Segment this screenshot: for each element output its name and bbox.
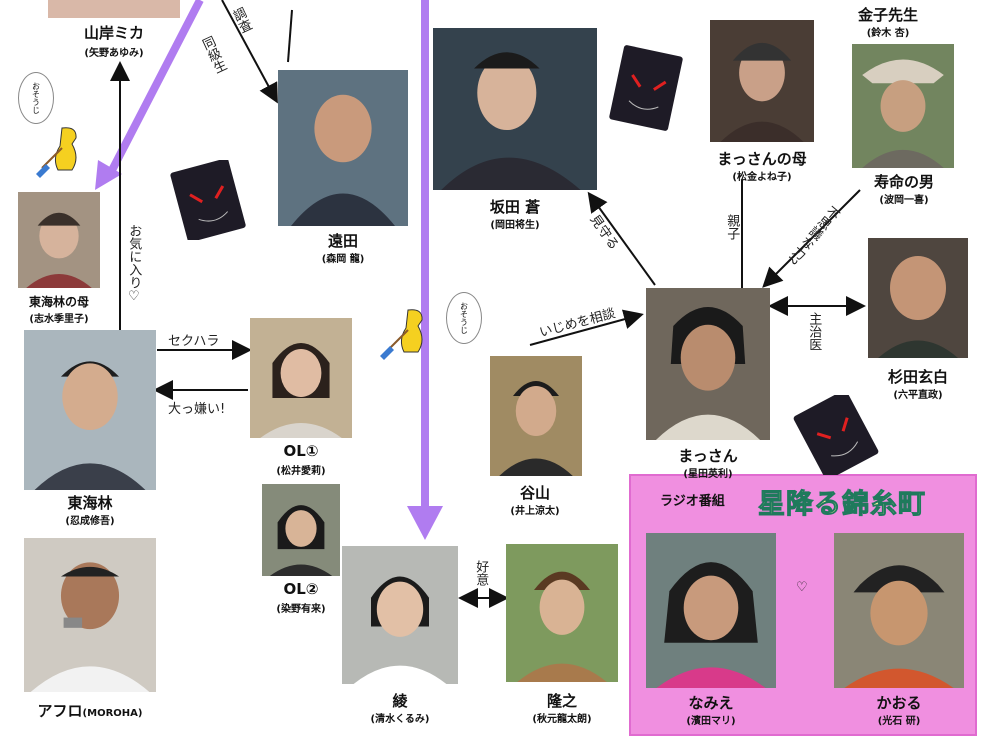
sekuhara-label: セクハラ	[168, 334, 220, 349]
ol2-actor: (染野有来)	[276, 604, 326, 615]
tanizaki-actor: (井上涼太)	[510, 506, 560, 517]
radio-logo: 星降る錦糸町	[758, 489, 926, 521]
afro-photo	[24, 538, 156, 692]
tokairin-mother-actor: (志水季里子)	[29, 314, 89, 325]
purple-arrowhead-center	[407, 506, 443, 540]
massan-mother-photo	[710, 20, 814, 142]
ol2-name: OL②	[283, 580, 319, 598]
tokairin-photo	[24, 330, 156, 490]
purple-arrowhead-left	[95, 160, 122, 190]
massan-name: まっさん	[678, 447, 738, 465]
yamagishi-actor: (矢野あゆみ)	[84, 48, 144, 59]
afro-name: アフロ(MOROHA)	[37, 702, 143, 720]
tanizaki-photo	[490, 356, 582, 476]
sugita-name: 杉田玄白	[887, 368, 949, 386]
tokairin-actor: (忍成修吾)	[65, 516, 115, 527]
heart-label: ♡	[796, 580, 808, 595]
aya-actor: (清水くるみ)	[370, 714, 430, 725]
aya-name: 綾	[392, 692, 408, 710]
ol2-photo	[262, 484, 340, 576]
sakata-name: 坂田 蒼	[489, 198, 541, 216]
shujii-label: 主治医	[806, 312, 822, 351]
radio-label: ラジオ番組	[660, 494, 725, 509]
black-cat-card-2	[606, 44, 686, 136]
jumyou-name: 寿命の男	[873, 173, 935, 191]
kaneko-name: 金子先生	[857, 6, 919, 24]
afro-actor: (MOROHA)	[82, 708, 143, 719]
mimamoru-line	[587, 191, 656, 286]
speech-bubble-1: おそうじ	[18, 72, 54, 124]
aya-photo	[342, 546, 458, 684]
speech-bubble-2: おそうじ	[446, 292, 482, 344]
ol1-actor: (松井愛莉)	[276, 466, 326, 477]
tokairin-name: 東海林	[67, 494, 113, 512]
purple-arrow-left	[104, 0, 204, 180]
namie-name: なみえ	[688, 694, 734, 712]
sakata-actor: (岡田将生)	[490, 220, 540, 231]
kaneko-actor: (鈴木 杏)	[866, 28, 910, 39]
tanizaki-name: 谷山	[519, 484, 551, 502]
ol1-photo	[250, 318, 352, 438]
okiniiri-label: お気に入り♡	[126, 224, 142, 304]
jumyou-actor: (波岡一喜)	[879, 195, 929, 206]
takayuki-name: 隆之	[546, 692, 578, 710]
yamagishi-photo	[48, 0, 180, 18]
massan-mother-name: まっさんの母	[717, 150, 807, 168]
oyako-label: 親子	[724, 214, 740, 240]
massan-photo	[646, 288, 770, 440]
enda-actor: (森岡 龍)	[321, 254, 365, 265]
chousa-line	[221, 0, 278, 104]
fushigi-line	[762, 189, 861, 288]
chousa-line-2	[287, 9, 293, 63]
ijime-line	[529, 309, 644, 346]
yamagishi-name: 山岸ミカ	[83, 24, 145, 42]
black-cat-card-1	[170, 158, 248, 244]
namie-actor: (濱田マリ)	[686, 716, 736, 727]
dinosaur-sweeping-icon	[32, 118, 94, 184]
enda-photo	[278, 70, 408, 226]
sugita-photo	[868, 238, 968, 358]
tokairin-mother-photo	[18, 192, 100, 288]
massan-actor: (星田英利)	[683, 469, 733, 480]
black-cat-card-3	[790, 390, 882, 480]
ol1-name: OL①	[283, 442, 319, 460]
takayuki-actor: (秋元龍太朗)	[532, 714, 592, 725]
sugita-actor: (六平直政)	[893, 390, 943, 401]
namie-photo	[646, 533, 776, 688]
jumyou-photo	[852, 44, 954, 168]
daikirai-label: 大っ嫌い!	[168, 402, 226, 417]
koui-label: 好意	[473, 560, 489, 586]
enda-name: 遠田	[327, 232, 359, 250]
tokairin-mother-name: 東海林の母	[28, 295, 90, 309]
dinosaur-sweeping-icon-2	[376, 300, 438, 366]
kaoru-photo	[834, 533, 964, 688]
kaoru-name: かおる	[876, 694, 922, 712]
kaoru-actor: (光石 研)	[877, 716, 921, 727]
takayuki-photo	[506, 544, 618, 682]
sakata-photo	[433, 28, 597, 190]
massan-mother-actor: (松金よね子)	[732, 172, 792, 183]
